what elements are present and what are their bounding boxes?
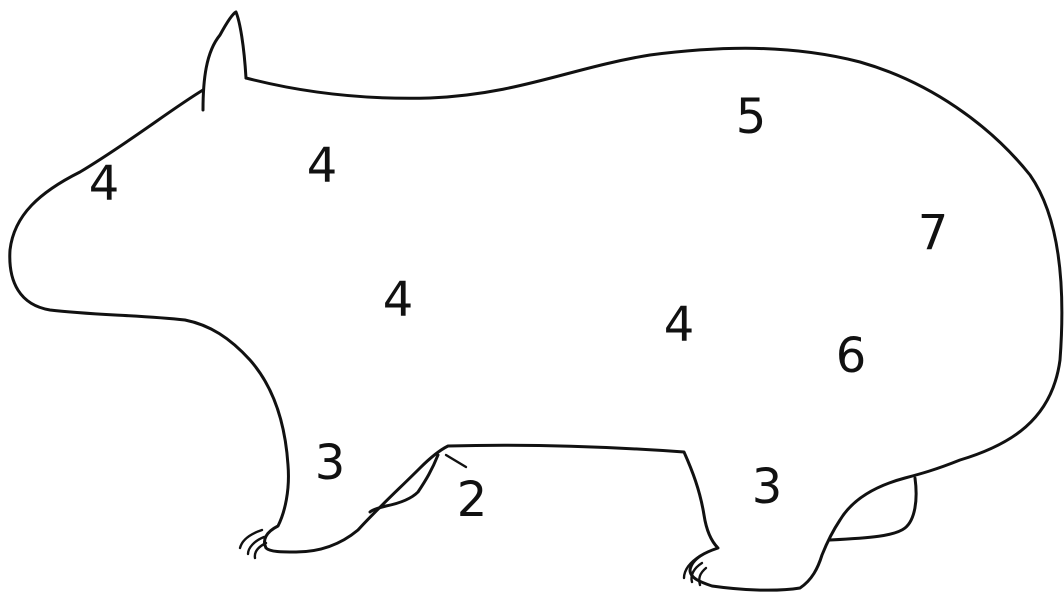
label-hindleg: 3 (752, 463, 783, 511)
label-head: 4 (307, 142, 338, 190)
label-flank: 4 (664, 301, 695, 349)
body-outline (10, 48, 1062, 590)
hind-claws (684, 556, 706, 585)
hindleg-contour (830, 478, 916, 540)
label-shoulder: 4 (383, 276, 414, 324)
label-belly: 2 (457, 476, 488, 524)
label-thigh: 6 (836, 332, 867, 380)
ear-outline (203, 12, 246, 110)
belly-tick (446, 455, 466, 467)
label-snout: 4 (89, 160, 120, 208)
label-foreleg: 3 (315, 439, 346, 487)
front-claws (240, 530, 266, 558)
label-rump: 7 (918, 209, 949, 257)
label-back: 5 (736, 93, 767, 141)
